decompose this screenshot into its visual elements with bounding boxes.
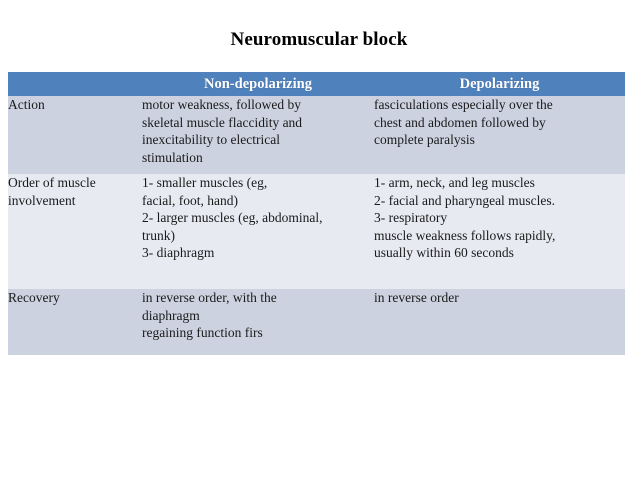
cell-depolarizing-action: fasciculations especially over the chest… (374, 97, 553, 148)
cell-feature-action: Action (8, 97, 45, 112)
table-header-row: Non-depolarizing Depolarizing (8, 72, 625, 96)
table-row: Order of muscle involvement 1- smaller m… (8, 174, 625, 289)
cell-non-depolarizing-order-of-muscle-involvement: 1- smaller muscles (eg, facial, foot, ha… (142, 175, 323, 261)
table-row: Action motor weakness, followed by skele… (8, 96, 625, 174)
cell-non-depolarizing-action: motor weakness, followed by skeletal mus… (142, 97, 303, 165)
table-row: Recovery in reverse order, with the diap… (8, 289, 625, 355)
cell-depolarizing-recovery: in reverse order (374, 290, 459, 305)
neuromuscular-block-table: Non-depolarizing Depolarizing Action mot… (8, 72, 625, 355)
column-header-non-depolarizing: Non-depolarizing (204, 76, 312, 92)
cell-depolarizing-order-of-muscle-involvement: 1- arm, neck, and leg muscles 2- facial … (374, 175, 556, 261)
page-title: Neuromuscular block (230, 29, 408, 50)
cell-feature-recovery: Recovery (8, 290, 60, 305)
cell-non-depolarizing-recovery: in reverse order, with the diaphragm reg… (142, 290, 277, 341)
column-header-depolarizing: Depolarizing (459, 76, 540, 92)
cell-feature-order-of-muscle-involvement: Order of muscle involvement (8, 175, 96, 208)
column-header-feature (8, 72, 142, 96)
table-body: Action motor weakness, followed by skele… (8, 96, 625, 355)
table-header: Non-depolarizing Depolarizing (8, 72, 625, 96)
